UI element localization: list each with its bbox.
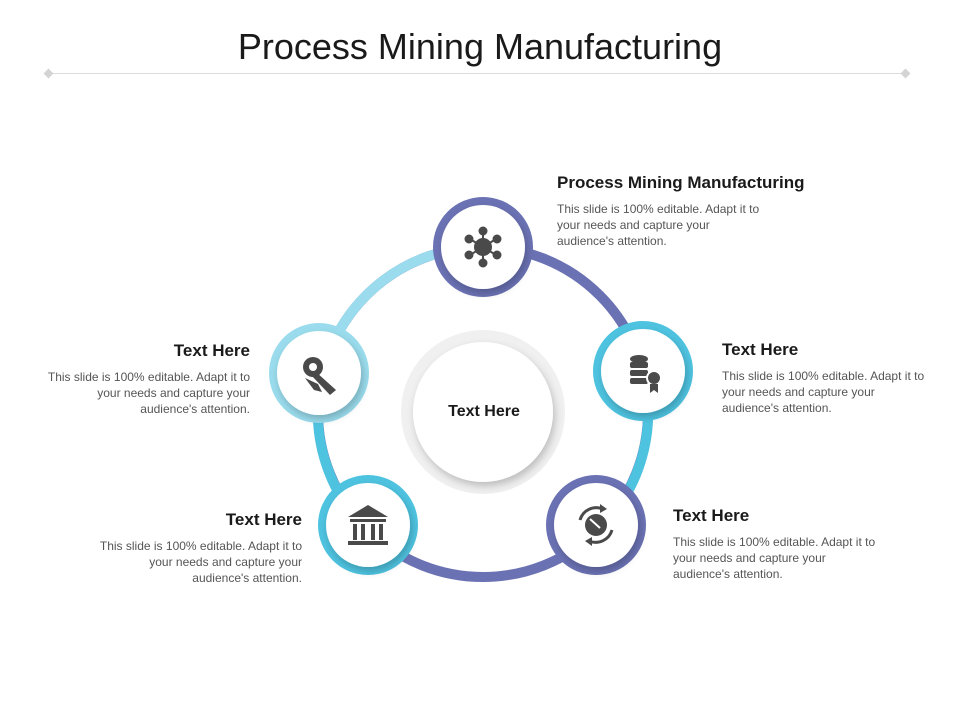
node-right bbox=[593, 321, 693, 421]
label-body: This slide is 100% editable. Adapt it to… bbox=[722, 369, 925, 415]
circular-arrows-icon bbox=[578, 504, 614, 546]
label-title: Process Mining Manufacturing bbox=[557, 173, 805, 192]
label-title: Text Here bbox=[173, 341, 250, 360]
bank-building-icon bbox=[348, 505, 388, 545]
node-left bbox=[269, 323, 369, 423]
label-node-left: Text Here This slide is 100% editable. A… bbox=[40, 341, 250, 417]
node-bottom-left bbox=[318, 475, 418, 575]
label-node-top: Process Mining Manufacturing This slide … bbox=[557, 173, 837, 249]
label-node-bottom-left: Text Here This slide is 100% editable. A… bbox=[92, 510, 302, 586]
label-body: This slide is 100% editable. Adapt it to… bbox=[47, 370, 250, 416]
database-badge-icon bbox=[630, 355, 662, 393]
label-body: This slide is 100% editable. Adapt it to… bbox=[673, 535, 876, 581]
node-top bbox=[433, 197, 533, 297]
label-title: Text Here bbox=[225, 510, 302, 529]
center-circle bbox=[413, 342, 553, 482]
label-body: This slide is 100% editable. Adapt it to… bbox=[557, 202, 760, 248]
title-divider bbox=[48, 73, 906, 74]
node-bottom-right bbox=[546, 475, 646, 575]
wrench-gear-icon bbox=[303, 357, 336, 395]
label-node-right: Text Here This slide is 100% editable. A… bbox=[722, 340, 932, 416]
label-title: Text Here bbox=[673, 506, 750, 525]
center-label: Text Here bbox=[448, 403, 520, 420]
label-node-bottom-right: Text Here This slide is 100% editable. A… bbox=[673, 506, 883, 582]
label-body: This slide is 100% editable. Adapt it to… bbox=[99, 539, 302, 585]
network-icon bbox=[464, 226, 502, 268]
page-title: Process Mining Manufacturing bbox=[237, 26, 723, 67]
label-title: Text Here bbox=[722, 340, 799, 359]
